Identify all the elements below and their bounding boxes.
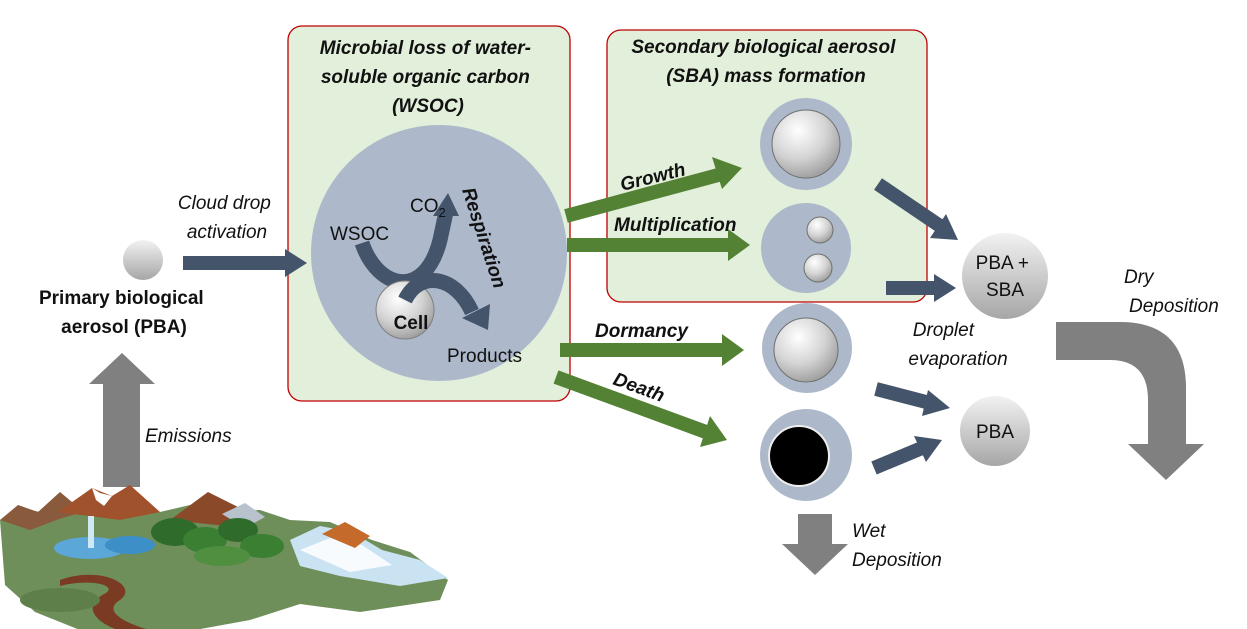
wsoc-box-title: Microbial loss of water- soluble organic…: [320, 38, 536, 117]
dry-deposition-label: Dry Deposition: [1124, 267, 1219, 317]
evap-arrow-dormancy: [874, 382, 950, 416]
multiplication-label: Multiplication: [614, 215, 736, 236]
dormancy-arrow: [560, 334, 744, 366]
primary-pba-label: Primary biological aerosol (PBA): [39, 288, 209, 338]
pba-label: PBA: [976, 422, 1014, 443]
wet-deposition-arrow: [782, 514, 848, 575]
co2-label: CO2: [410, 196, 446, 220]
emissions-arrow: [89, 353, 155, 487]
death-arrow: [553, 370, 727, 447]
sba-box-title: Secondary biological aerosol (SBA) mass …: [631, 37, 900, 87]
multiplication-particle-top: [806, 216, 834, 244]
pba-sba-particle: [962, 233, 1048, 319]
pba-particle: [960, 396, 1030, 466]
dry-deposition-arrow: [1056, 322, 1204, 480]
dormancy-particle: [773, 317, 839, 383]
multiplication-arrow: [567, 229, 750, 261]
wet-deposition-label: Wet Deposition: [852, 521, 942, 571]
products-arrowhead: [462, 304, 490, 330]
products-label: Products: [447, 346, 522, 367]
growth-arrow: [564, 157, 742, 223]
evap-arrow-death: [871, 436, 942, 475]
growth-particle: [771, 109, 841, 179]
droplet-evaporation-label: Droplet evaporation: [908, 320, 1007, 370]
wsoc-label: WSOC: [330, 224, 389, 245]
respiration-arrowhead: [433, 193, 459, 216]
products-arrow: [398, 273, 479, 316]
cell: [375, 280, 435, 340]
dead-cell: [768, 425, 830, 487]
cloud-drop-label: Cloud drop activation: [178, 193, 276, 243]
evap-arrow-multiplication: [886, 274, 956, 302]
emissions-label: Emissions: [145, 426, 232, 447]
multiplication-droplet: [761, 203, 851, 293]
activation-arrow: [183, 249, 307, 277]
evap-arrow-growth: [874, 178, 958, 240]
pba-sba-label: PBA + SBA: [976, 253, 1035, 301]
cell-label: Cell: [394, 313, 429, 334]
landscape-illustration: [0, 485, 448, 629]
multiplication-particle-bottom: [803, 253, 833, 283]
dormancy-label: Dormancy: [595, 321, 689, 342]
primary-pba-particle: [123, 240, 163, 280]
